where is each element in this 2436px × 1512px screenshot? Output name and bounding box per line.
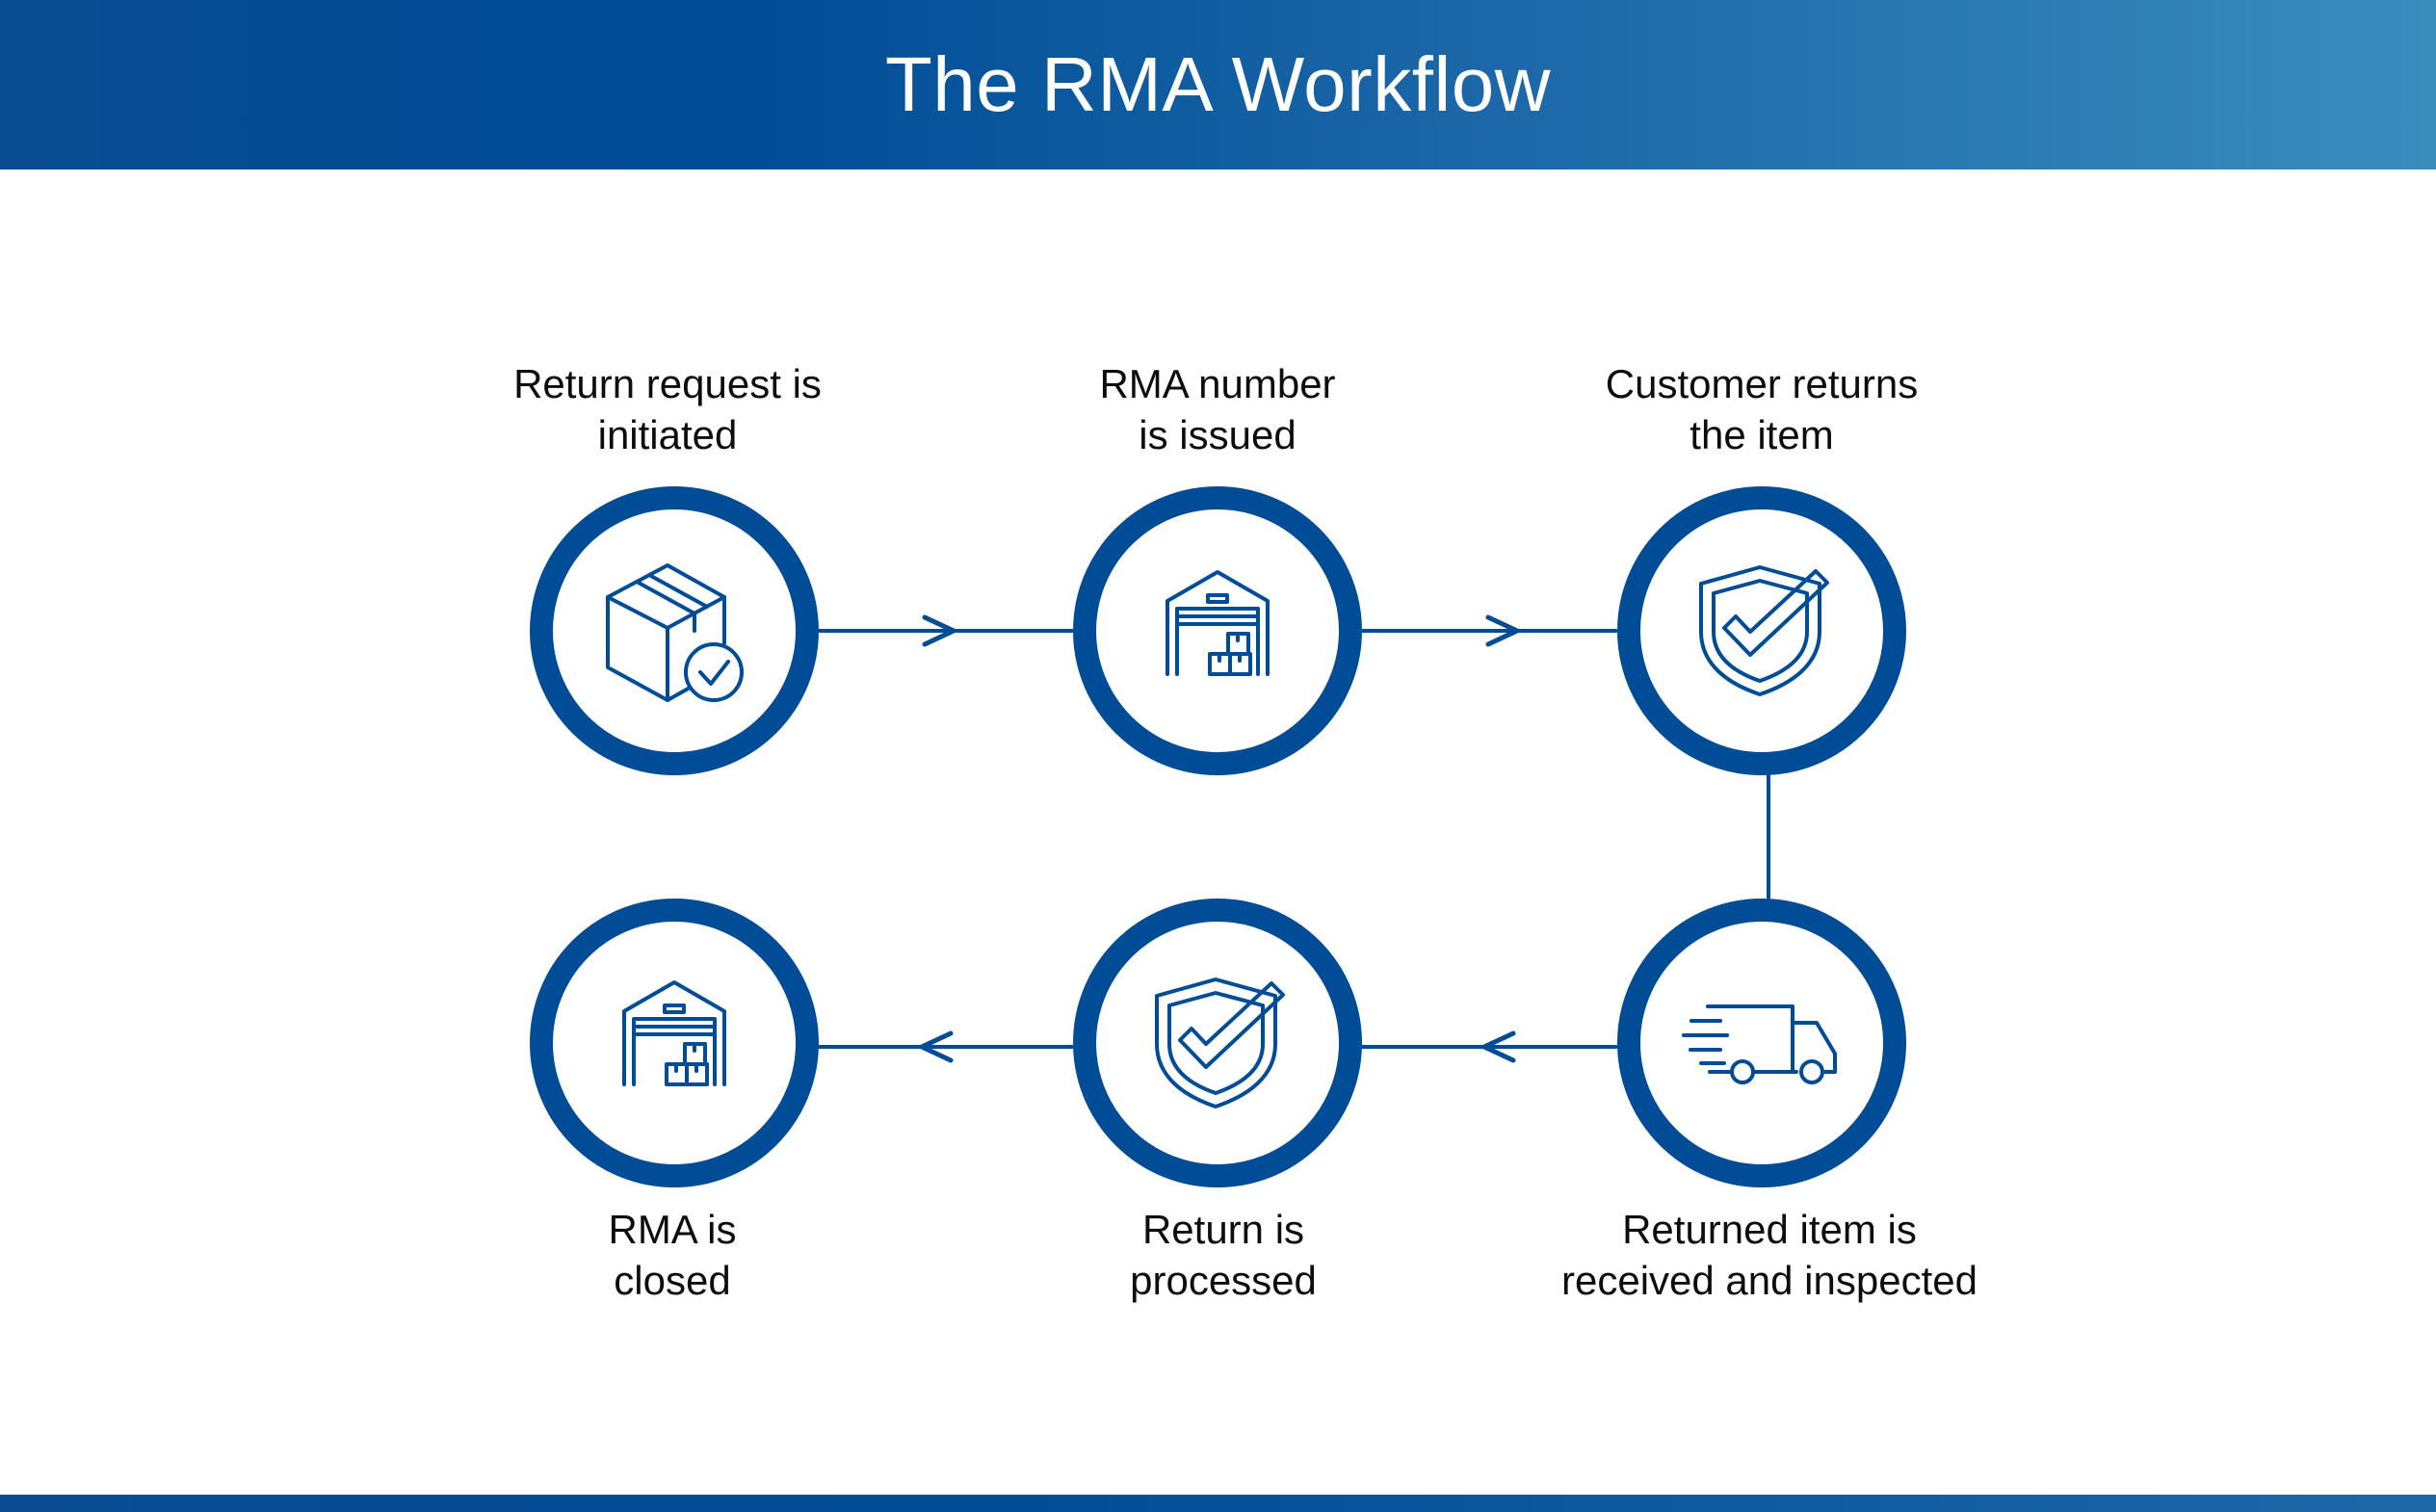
shield-check-icon [1699,565,1829,696]
warehouse-icon [1166,570,1270,676]
step-2-circle [1073,486,1362,775]
step-6-circle [530,899,819,1187]
warehouse-icon [622,980,726,1086]
box-check-icon [606,563,744,702]
delivery-truck-icon [1682,1004,1837,1084]
step-4-circle [1617,899,1906,1187]
arrow-right-icon [922,614,956,647]
page-title: The RMA Workflow [884,41,1552,127]
header-banner [0,0,2436,169]
shield-check-icon [1155,978,1285,1108]
arrow-right-icon [1485,614,1520,647]
step-3-circle [1617,486,1906,775]
arrow-left-icon [1481,1030,1516,1063]
footer-bar [0,1495,2436,1512]
step-1-circle [530,486,819,775]
step-5-circle [1073,899,1362,1187]
arrow-left-icon [919,1030,954,1063]
